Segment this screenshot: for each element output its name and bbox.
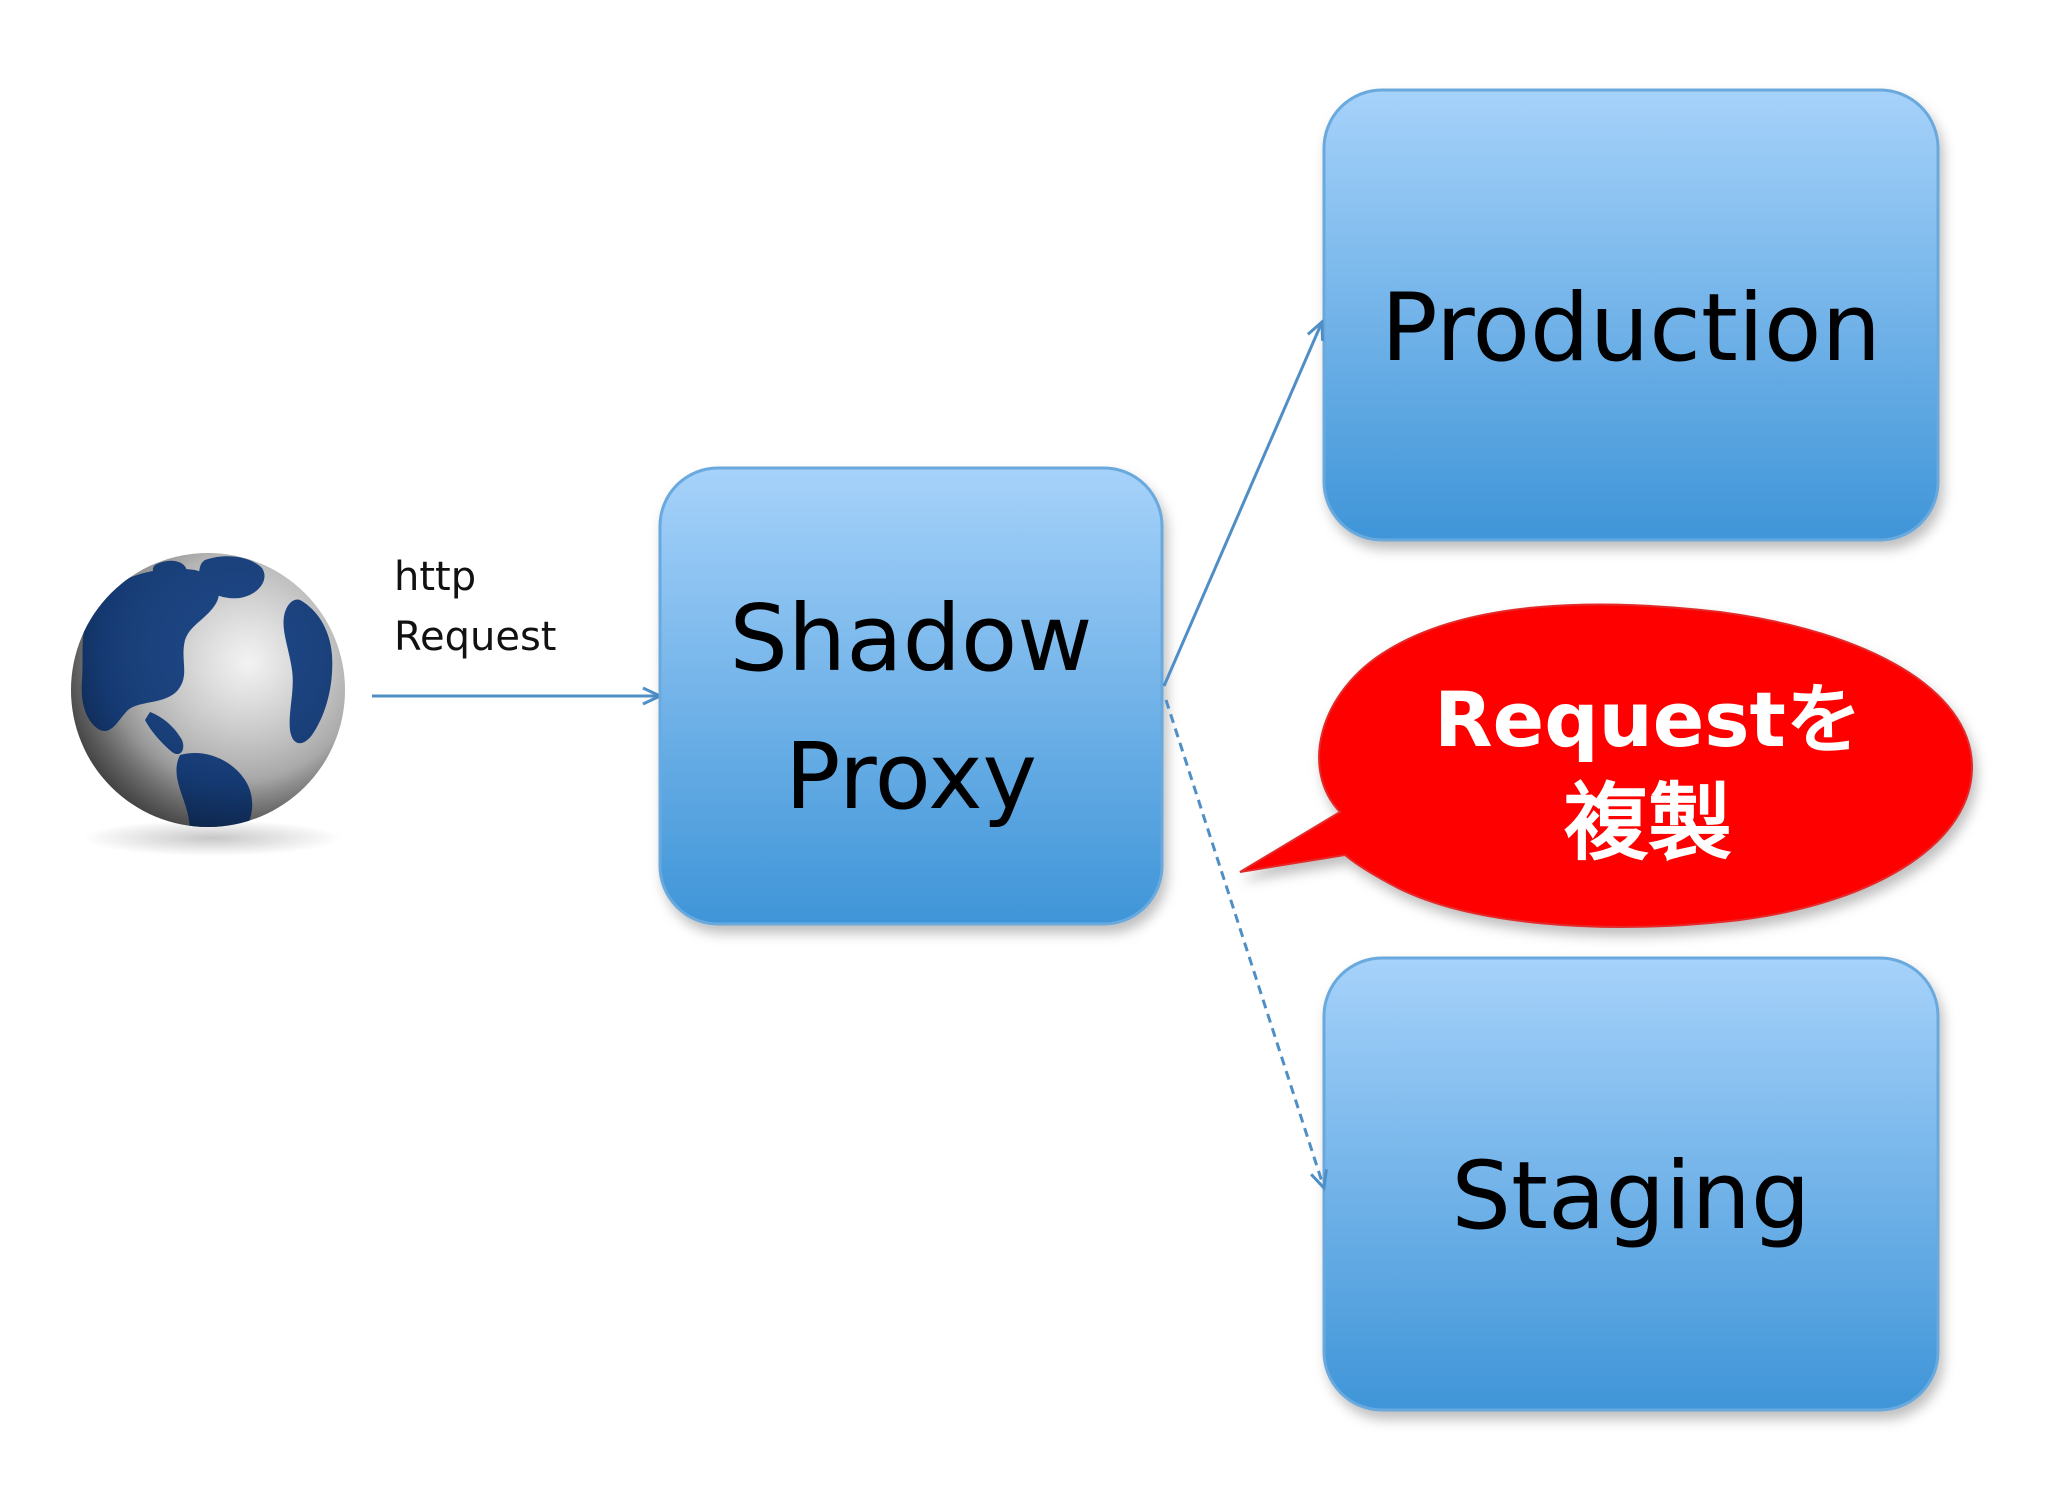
staging-label: Staging [1451,1142,1810,1251]
staging-dashed-arrow [1164,699,1324,1188]
proxy-label-line2: Proxy [785,723,1037,830]
production-node: Production [1322,88,1940,542]
duplicate-request-callout: Requestを 複製 [1239,603,1974,928]
globe-icon [71,553,345,856]
proxy-label-line1: Shadow [729,585,1092,692]
source-label-line1: http [394,554,476,600]
callout-label-line2: 複製 [1564,774,1732,872]
production-arrow [1162,322,1322,687]
callout-label-line1: Requestを [1434,675,1862,764]
source-label-line2: Request [394,614,556,660]
production-label: Production [1381,274,1881,383]
shadow-proxy-node: Shadow Proxy [658,466,1164,926]
staging-node: Staging [1322,956,1940,1412]
